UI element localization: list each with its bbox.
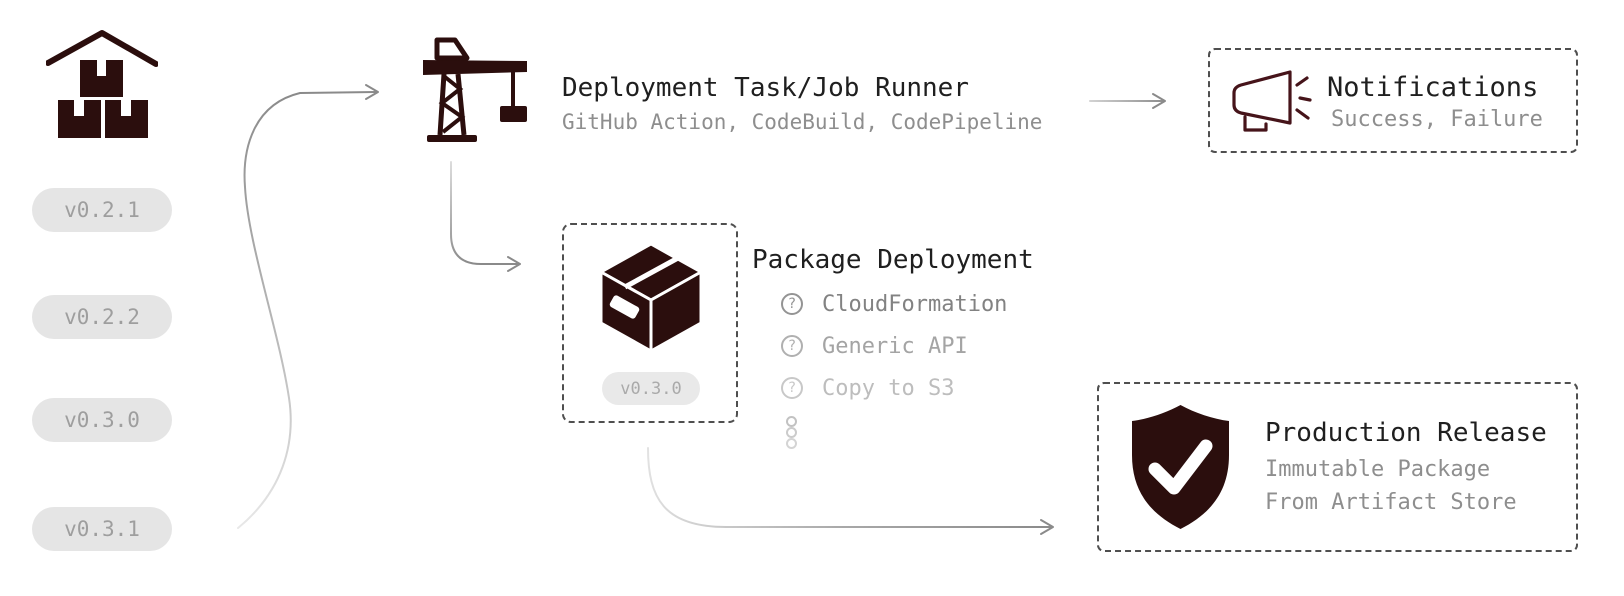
- ellipsis-dot-icon: [786, 427, 797, 438]
- task-runner-title: Deployment Task/Job Runner: [562, 73, 969, 103]
- deployment-option-label: Copy to S3: [822, 375, 955, 401]
- version-label: v0.3.1: [64, 517, 140, 541]
- arrowhead-runner-to-package: [507, 256, 521, 272]
- arrowhead-runner-to-notifications: [1152, 93, 1166, 109]
- notifications-box: [1208, 48, 1578, 153]
- deployment-option-label: CloudFormation: [822, 291, 1008, 317]
- deployment-option-row: ? Generic API: [781, 333, 968, 359]
- arrow-package-to-production: [647, 447, 1052, 528]
- question-circle-icon: ?: [781, 293, 803, 315]
- task-runner-subtitle: GitHub Action, CodeBuild, CodePipeline: [562, 110, 1043, 134]
- artifact-store: v0.2.1 v0.2.2 v0.3.0 v0.3.1: [0, 0, 200, 596]
- megaphone-icon: [1232, 70, 1312, 132]
- ellipsis-dot-icon: [786, 416, 797, 427]
- notifications-subtitle: Success, Failure: [1331, 107, 1543, 132]
- arrowhead-store-to-runner: [365, 84, 379, 100]
- package-box-icon: [599, 242, 703, 353]
- version-badge: v0.2.1: [32, 188, 172, 232]
- deployment-option-row: ? CloudFormation: [781, 291, 1007, 317]
- arrow-runner-to-package: [450, 161, 518, 265]
- arrowhead-package-to-production: [1040, 519, 1054, 535]
- crane-icon: [423, 37, 527, 142]
- version-badge: v0.3.0: [32, 398, 172, 442]
- question-mark: ?: [787, 296, 797, 312]
- package-version-badge: v0.3.0: [602, 372, 700, 405]
- ellipsis-dot-icon: [786, 438, 797, 449]
- question-mark: ?: [787, 338, 797, 354]
- production-release-title: Production Release: [1265, 418, 1547, 448]
- deployment-option-label: Generic API: [822, 333, 968, 359]
- question-circle-icon: ?: [781, 335, 803, 357]
- version-badge: v0.2.2: [32, 295, 172, 339]
- shield-check-icon: [1132, 405, 1229, 529]
- production-release-subtitle-1: Immutable Package: [1265, 457, 1491, 482]
- package-deployment-title: Package Deployment: [752, 245, 1034, 275]
- version-label: v0.2.1: [64, 198, 140, 222]
- deployment-option-row: ? Copy to S3: [781, 375, 954, 401]
- question-mark: ?: [787, 380, 797, 396]
- version-label: v0.3.0: [64, 408, 140, 432]
- package-version-label: v0.3.0: [620, 378, 682, 399]
- production-release-subtitle-2: From Artifact Store: [1265, 490, 1517, 515]
- question-circle-icon: ?: [781, 377, 803, 399]
- notifications-title: Notifications: [1327, 72, 1539, 103]
- version-badge: v0.3.1: [32, 507, 172, 551]
- arrow-store-to-runner: [237, 91, 377, 529]
- warehouse-icon: [46, 30, 158, 138]
- version-label: v0.2.2: [64, 305, 140, 329]
